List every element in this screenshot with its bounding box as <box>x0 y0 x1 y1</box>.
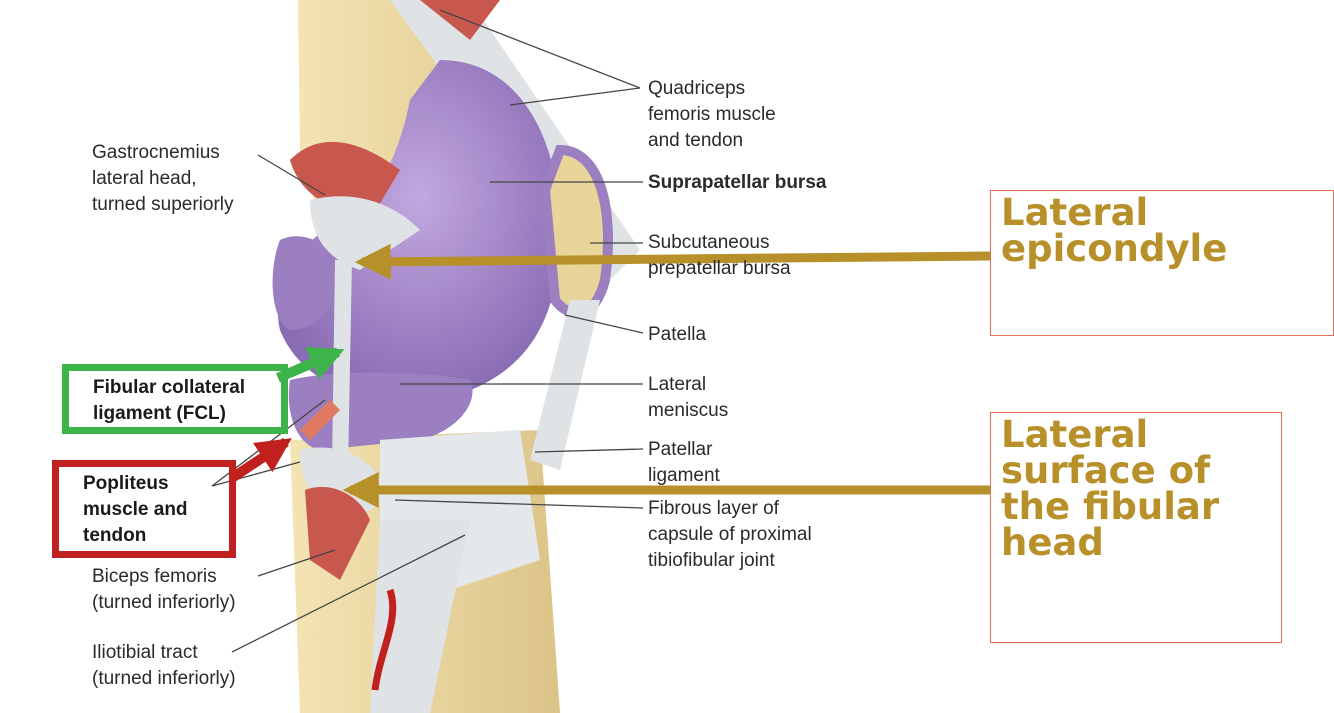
highlight-fcl: Fibular collateral ligament (FCL) <box>62 364 288 434</box>
fcl-arrow <box>276 347 345 383</box>
label-patellar-ligament: Patellar ligament <box>648 439 720 486</box>
highlight-popliteus: Popliteus muscle and tendon <box>52 460 236 558</box>
label-iliotibial-tract: Iliotibial tract (turned inferiorly) <box>92 642 236 689</box>
label-lateral-meniscus: Lateral meniscus <box>648 374 729 421</box>
callout-fibular-head: Lateral surface of the fibular head <box>990 412 1282 643</box>
epicondyle-arrow <box>354 243 991 280</box>
label-suprapatellar-bursa: Suprapatellar bursa <box>648 172 827 193</box>
label-patella: Patella <box>648 324 707 345</box>
label-biceps-femoris: Biceps femoris (turned inferiorly) <box>92 566 236 613</box>
label-quadriceps: Quadriceps femoris muscle and tendon <box>648 78 776 151</box>
label-fibrous-layer: Fibrous layer of capsule of proximal tib… <box>648 498 812 571</box>
leader-lines <box>211 9 644 653</box>
callout-arrows <box>229 243 991 508</box>
label-gastrocnemius: Gastrocnemius lateral head, turned super… <box>92 142 234 215</box>
callout-lateral-epicondyle: Lateral epicondyle <box>990 190 1334 336</box>
popliteus-arrow <box>229 437 292 483</box>
label-subcutaneous-prepatellar-bursa: Subcutaneous prepatellar bursa <box>648 232 791 279</box>
